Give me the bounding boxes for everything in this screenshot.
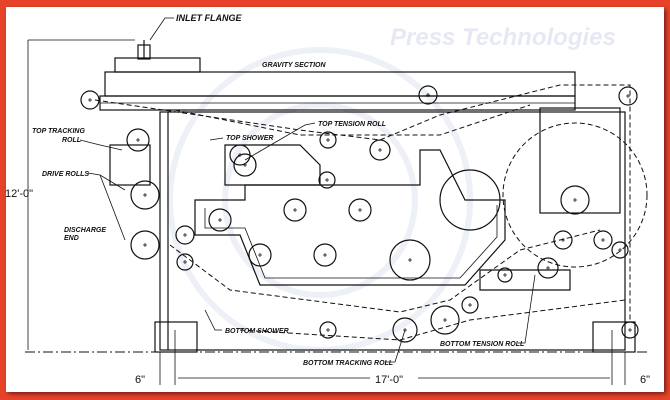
roll bbox=[248, 243, 272, 267]
label-discharge-end-2: END bbox=[64, 235, 79, 242]
roll bbox=[319, 321, 337, 339]
roll-center-mark bbox=[326, 328, 330, 332]
roll bbox=[618, 86, 638, 106]
length-dimension: 17'-0" bbox=[375, 374, 403, 386]
label-top-tracking-roll-2: ROLL bbox=[62, 137, 81, 144]
roll-center-mark bbox=[143, 243, 147, 247]
roll bbox=[126, 128, 150, 152]
dimension-lines bbox=[25, 39, 650, 385]
roll-center-mark bbox=[325, 178, 329, 182]
roll bbox=[130, 180, 160, 210]
roll-center-mark bbox=[258, 253, 262, 257]
machine-frame bbox=[109, 107, 636, 353]
roll bbox=[537, 257, 559, 279]
label-bottom-tension-roll: BOTTOM TENSION ROLL bbox=[440, 341, 524, 348]
roll bbox=[233, 153, 257, 177]
roll-center-mark bbox=[443, 318, 447, 322]
roll bbox=[560, 185, 590, 215]
watermark-logo-inner bbox=[222, 102, 418, 298]
leader-lines bbox=[79, 17, 536, 363]
label-gravity-section: GRAVITY SECTION bbox=[262, 62, 326, 69]
top-belt bbox=[94, 84, 631, 320]
roll bbox=[611, 241, 629, 259]
roll bbox=[430, 305, 460, 335]
roll bbox=[176, 253, 194, 271]
roll-center-mark bbox=[183, 233, 187, 237]
bottom-belt bbox=[169, 229, 601, 313]
label-bottom-tracking-roll: BOTTOM TRACKING ROLL bbox=[303, 360, 393, 367]
roll-center-mark bbox=[546, 266, 550, 270]
roll-center-mark bbox=[618, 248, 622, 252]
roll-center-mark bbox=[143, 193, 147, 197]
label-top-tracking-roll: TOP TRACKING bbox=[32, 128, 85, 135]
roll-center-mark bbox=[183, 260, 187, 264]
roll-center-mark bbox=[561, 238, 565, 242]
roll bbox=[621, 321, 639, 339]
roll bbox=[369, 139, 391, 161]
roll bbox=[319, 131, 337, 149]
roll-center-mark bbox=[293, 208, 297, 212]
roll bbox=[313, 243, 337, 267]
label-top-shower: TOP SHOWER bbox=[226, 135, 273, 142]
roll bbox=[497, 267, 513, 283]
roll-center-mark bbox=[426, 93, 430, 97]
roll-center-mark bbox=[326, 138, 330, 142]
left-offset-dimension: 6" bbox=[135, 374, 145, 386]
perforated-roll bbox=[439, 169, 501, 231]
roll bbox=[348, 198, 372, 222]
roll-center-mark bbox=[601, 238, 605, 242]
roll-center-mark bbox=[626, 94, 630, 98]
watermark-text: Press Technologies bbox=[390, 24, 616, 51]
roll bbox=[175, 225, 195, 245]
gravity-section bbox=[99, 40, 576, 111]
roll-center-mark bbox=[468, 303, 472, 307]
label-drive-rolls: DRIVE ROLLS bbox=[42, 171, 89, 178]
height-dimension: 12'-0" bbox=[5, 188, 33, 200]
roll-center-mark bbox=[408, 258, 412, 262]
lower-belt-path bbox=[239, 299, 626, 341]
roll bbox=[553, 230, 573, 250]
roll-center-mark bbox=[358, 208, 362, 212]
roll-center-mark bbox=[378, 148, 382, 152]
roll bbox=[418, 85, 438, 105]
rolls bbox=[80, 85, 639, 343]
roll bbox=[130, 230, 160, 260]
roll-center-mark bbox=[243, 163, 247, 167]
roll bbox=[593, 230, 613, 250]
roll-center-mark bbox=[88, 98, 92, 102]
roll-center-mark bbox=[136, 138, 140, 142]
drawing-panel bbox=[6, 7, 664, 392]
roll bbox=[318, 171, 336, 189]
roll bbox=[392, 317, 418, 343]
roll-center-mark bbox=[218, 218, 222, 222]
label-inlet-flange: INLET FLANGE bbox=[176, 13, 242, 23]
roll bbox=[80, 90, 100, 110]
roll bbox=[283, 198, 307, 222]
large-drum bbox=[502, 122, 648, 268]
label-bottom-shower: BOTTOM SHOWER bbox=[225, 328, 289, 335]
roll-center-mark bbox=[323, 253, 327, 257]
label-top-tension-roll: TOP TENSION ROLL bbox=[318, 121, 386, 128]
roll bbox=[461, 296, 479, 314]
label-discharge-end: DISCHARGE bbox=[64, 227, 106, 234]
upper-belt-path bbox=[174, 104, 531, 136]
roll-center-mark bbox=[628, 328, 632, 332]
roll bbox=[389, 239, 431, 281]
roll bbox=[208, 208, 232, 232]
roll-center-mark bbox=[503, 273, 507, 277]
roll-center-mark bbox=[573, 198, 577, 202]
right-offset-dimension: 6" bbox=[640, 374, 650, 386]
